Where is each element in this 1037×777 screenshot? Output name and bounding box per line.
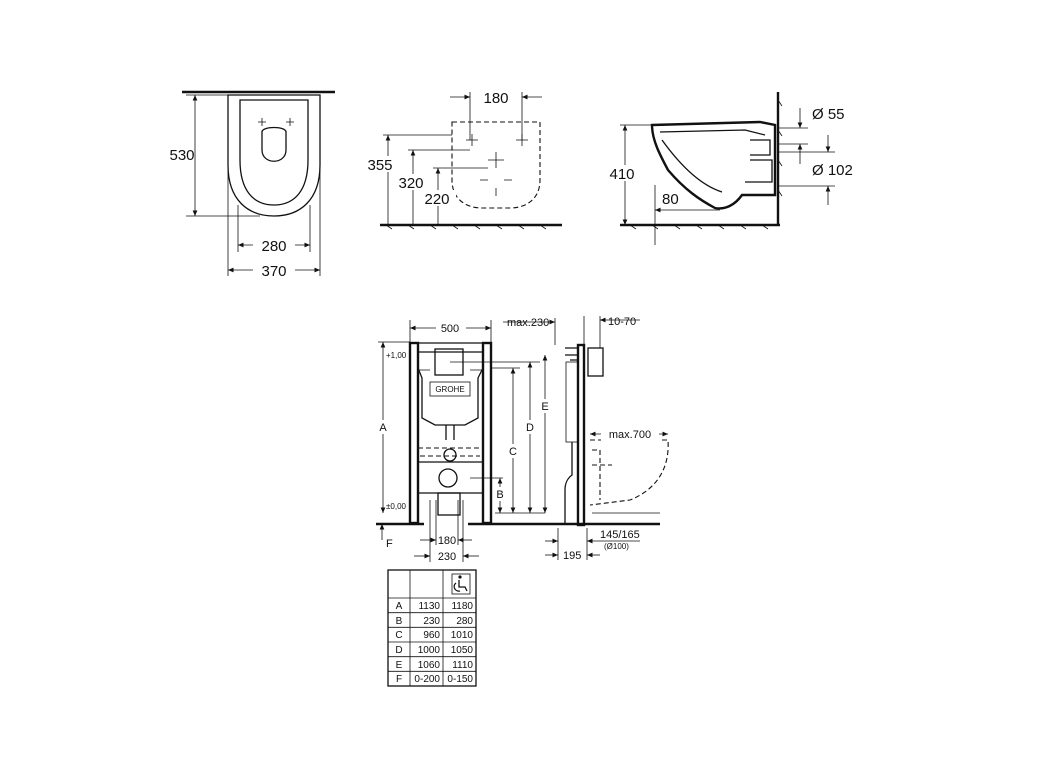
row-c-label: C [395,630,402,641]
row-f-acc: 0-150 [447,674,473,685]
wall-view: 180 355 320 220 [356,90,562,230]
row-f-label: F [396,674,402,685]
dim-320: 320 [398,175,423,192]
level-plus-1: +1,00 [386,351,407,360]
row-e-std: 1060 [418,660,441,671]
dim-280: 280 [261,238,286,255]
frame-side: max.230 10-70 max.700 195 145/165 (Ø100) [503,316,669,562]
dim-diameter-102: Ø 102 [812,162,853,179]
row-d-acc: 1050 [451,645,474,656]
row-a-acc: 1180 [451,601,473,612]
dim-230-bottom: 230 [438,551,456,563]
level-zero: ±0,00 [386,502,407,511]
frame-dimensions: 500 +1,00 ±0,00 A D C E B F 180 230 [378,320,551,563]
label-a: A [379,422,387,434]
row-c-std: 960 [423,630,440,641]
dim-max-230: max.230 [507,317,549,329]
row-b-acc: 280 [456,616,473,627]
label-b: B [496,489,503,501]
label-f: F [386,538,393,550]
dim-diameter-55: Ø 55 [812,106,845,123]
row-b-label: B [396,616,403,627]
dim-220: 220 [424,191,449,208]
dim-195: 195 [563,550,581,562]
wheelchair-accessible-icon [451,573,471,595]
dimension-table: A 1130 1180 B 230 280 C 960 1010 D 1000 … [387,569,477,687]
row-e-label: E [396,660,403,671]
row-b-std: 230 [423,616,440,627]
front-view: 530 280 370 [169,90,335,280]
dim-530: 530 [169,147,194,164]
dim-370: 370 [261,263,286,280]
dim-500: 500 [441,323,459,335]
row-d-std: 1000 [418,645,441,656]
dim-max-700: max.700 [609,429,651,441]
dim-410: 410 [609,166,634,183]
label-c: C [509,446,517,458]
side-view: 410 Ø 55 Ø 102 80 [606,92,853,245]
dim-80: 80 [662,191,679,208]
dim-10-70: 10-70 [608,316,636,328]
row-c-acc: 1010 [451,630,474,641]
label-d: D [526,422,534,434]
dim-180: 180 [483,90,508,107]
dim-355: 355 [367,157,392,174]
dim-145-165: 145/165 [600,529,640,541]
dim-diameter-100: (Ø100) [604,542,629,551]
row-a-label: A [396,601,403,612]
dim-180-bottom: 180 [438,535,456,547]
row-e-acc: 1110 [452,660,473,671]
row-f-std: 0-200 [414,674,440,685]
label-e: E [541,401,548,413]
grohe-logo: GROHE [435,385,464,394]
row-d-label: D [395,645,402,656]
row-a-std: 1130 [418,601,440,612]
